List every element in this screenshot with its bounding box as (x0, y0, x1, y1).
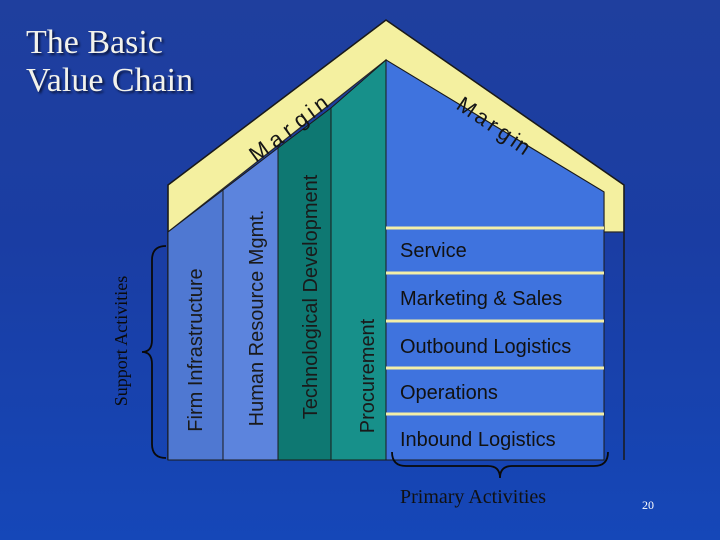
primary-panel (385, 59, 605, 461)
title-line-1: The Basic (26, 24, 163, 61)
primary-label-outbound: Outbound Logistics (400, 336, 572, 358)
primary-label-service: Service (400, 240, 467, 262)
primary-label-inbound: Inbound Logistics (400, 429, 556, 451)
support-label-technology: Technological Development (300, 174, 322, 420)
support-bracket (141, 245, 167, 459)
primary-label-operations: Operations (400, 382, 498, 404)
support-label-hr: Human Resource Mgmt. (246, 209, 268, 427)
primary-bracket (391, 451, 609, 479)
slide-title: The Basic Value Chain (26, 24, 193, 100)
title-line-2: Value Chain (26, 62, 194, 99)
support-activities-label: Support Activities (111, 275, 131, 407)
primary-activities-label: Primary Activities (400, 486, 547, 508)
support-label-procurement: Procurement (357, 318, 379, 434)
support-label-firm-infrastructure: Firm Infrastructure (185, 268, 207, 432)
primary-label-marketing: Marketing & Sales (400, 288, 563, 310)
page-number: 20 (642, 498, 654, 512)
